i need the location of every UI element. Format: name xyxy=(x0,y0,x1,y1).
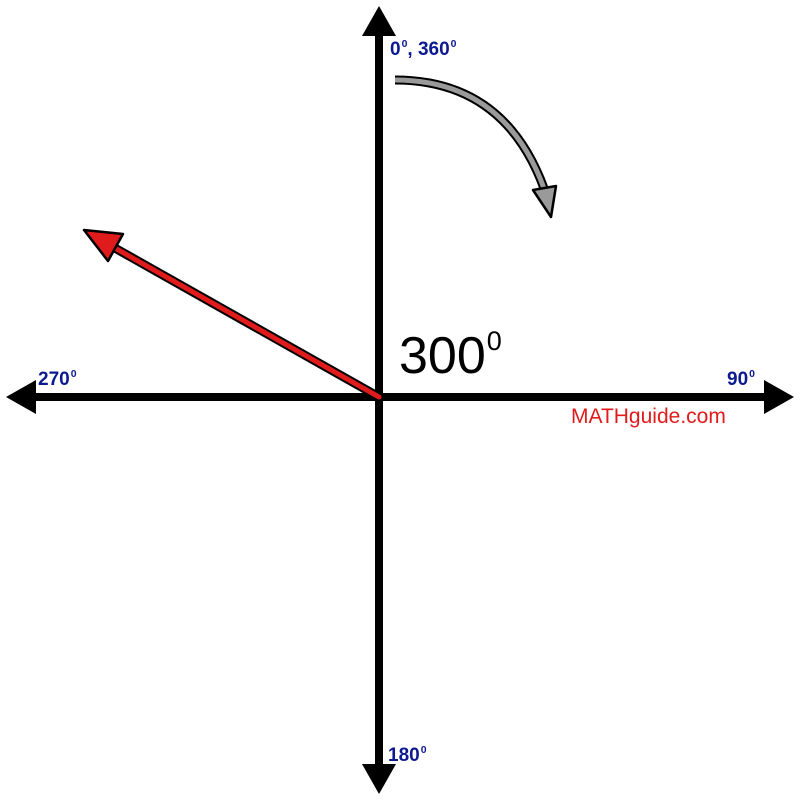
rotation-arrowhead xyxy=(531,184,558,219)
label-0-360-degrees: 00, 3600 xyxy=(390,39,457,60)
axis-arrowhead-left xyxy=(6,380,36,414)
axis-arrowhead-bottom xyxy=(362,764,396,794)
terminal-ray-300 xyxy=(82,228,384,402)
label-180-degrees: 1800 xyxy=(388,745,427,766)
angle-measure: 3000 xyxy=(399,326,502,385)
label-90-degrees: 900 xyxy=(727,369,755,390)
site-watermark: MATHguide.com xyxy=(571,405,726,428)
label-270-degrees: 2700 xyxy=(38,369,77,390)
axis-arrowhead-right xyxy=(764,380,794,414)
rotation-arrow xyxy=(394,75,558,219)
axis-arrowhead-top xyxy=(362,6,396,36)
terminal-ray-arrowhead xyxy=(82,228,125,263)
